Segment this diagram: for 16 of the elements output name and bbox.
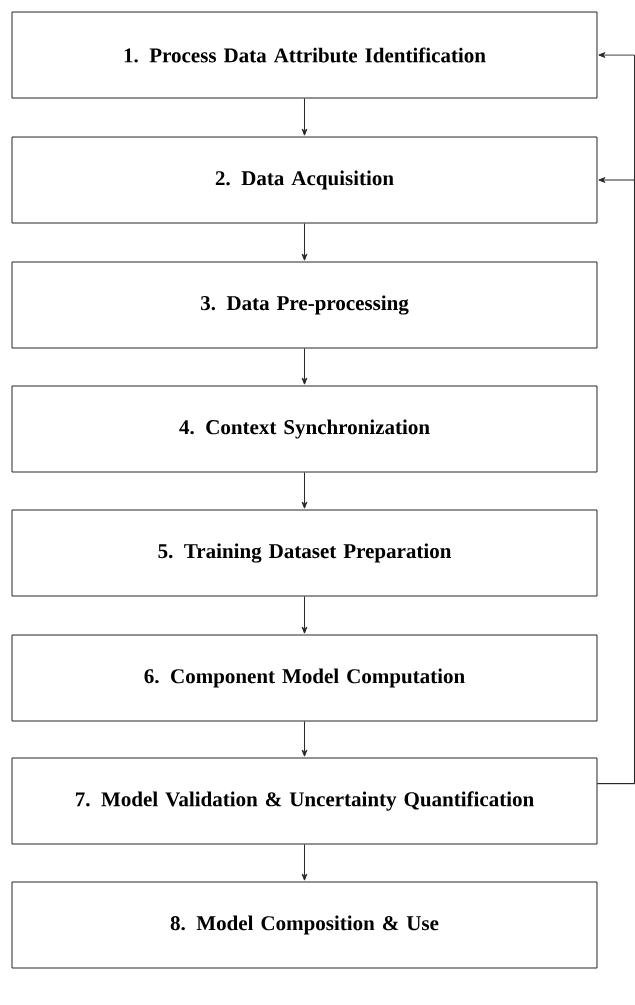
arrow: [301, 98, 308, 136]
arrow: [301, 223, 308, 261]
process-box: 3. Data Pre-processing: [11, 261, 598, 349]
arrow: [597, 177, 635, 785]
arrow: [301, 472, 308, 509]
process-box: 5. Training Dataset Preparation: [11, 509, 598, 597]
process-box: 2. Data Acquisition: [11, 136, 598, 224]
arrow: [301, 348, 308, 385]
process-box: 8. Model Composition & Use: [11, 881, 598, 969]
process-box: 1. Process Data Attribute Identification: [11, 11, 598, 99]
arrow: [301, 844, 308, 881]
process-box: 6. Component Model Computation: [11, 634, 598, 722]
process-box: 4. Context Synchronization: [11, 385, 598, 473]
process-box: 7. Model Validation & Uncertainty Quantification: [11, 757, 598, 845]
arrow: [301, 596, 308, 634]
arrow: [301, 721, 308, 757]
